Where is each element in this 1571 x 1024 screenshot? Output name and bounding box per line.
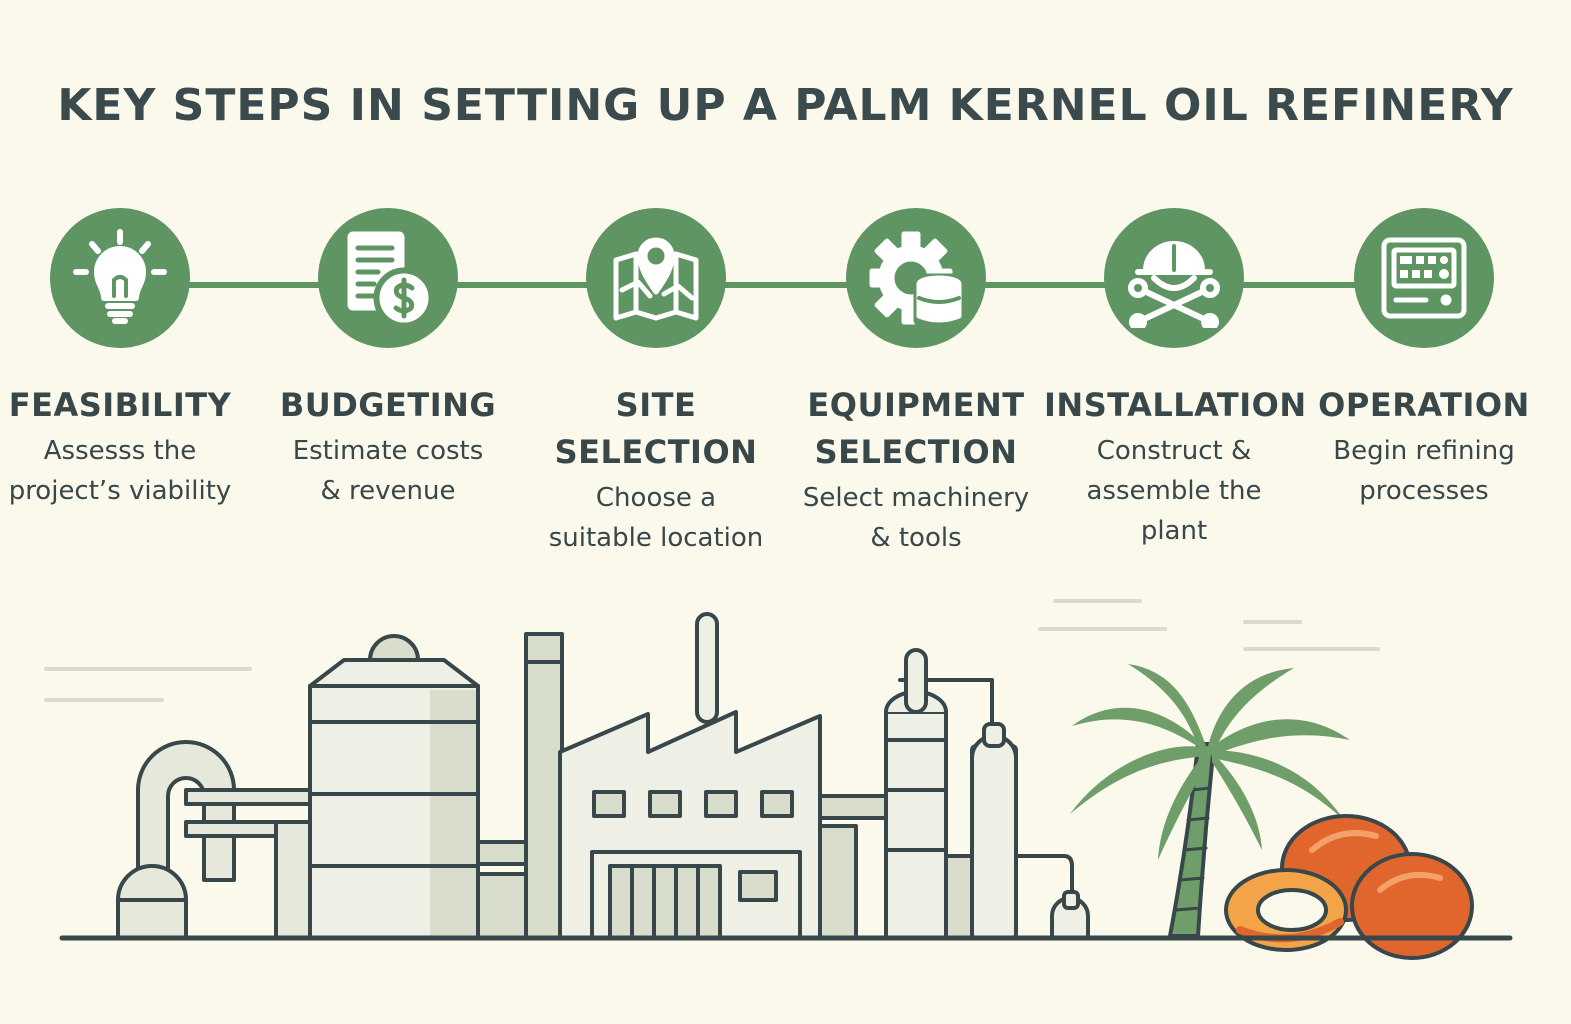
step-installation: INSTALLATION Construct & assemble the pl… <box>1044 208 1307 551</box>
hardhat-wrench-icon <box>1128 241 1220 328</box>
storage-vessel <box>970 744 1018 940</box>
map-pin-icon <box>613 237 699 321</box>
step-budgeting: BUDGETING Estimate costs & revenue <box>258 208 518 511</box>
step-desc-line: Estimate costs <box>292 436 484 466</box>
palm-fruits <box>1224 814 1474 960</box>
steps-connector-line <box>120 282 1420 288</box>
step-desc-line: Choose a <box>595 483 717 513</box>
step-title-line: SITE <box>615 386 697 424</box>
step-title: EQUIPMENT SELECTION <box>786 382 1046 476</box>
step-circle <box>1104 208 1244 348</box>
step-circle <box>586 208 726 348</box>
step-circle <box>318 208 458 348</box>
step-description: Select machinery & tools <box>786 478 1046 558</box>
step-desc-line: & tools <box>870 523 962 553</box>
chimney <box>695 612 719 724</box>
step-title-line: SELECTION <box>814 433 1018 471</box>
step-title-line: BUDGETING <box>279 386 497 424</box>
page-title: KEY STEPS IN SETTING UP A PALM KERNEL OI… <box>57 80 1514 131</box>
step-title-line: FEASIBILITY <box>8 386 232 424</box>
palm-tree <box>1070 664 1350 938</box>
step-circle <box>846 208 986 348</box>
step-desc-line: processes <box>1359 476 1489 506</box>
step-title-line: EQUIPMENT <box>807 386 1025 424</box>
lightbulb-icon <box>73 229 167 324</box>
step-description: Construct & assemble the plant <box>1044 431 1304 551</box>
step-title: FEASIBILITY <box>0 382 250 429</box>
distillation-column <box>884 710 948 940</box>
step-desc-line: Construct & <box>1096 436 1252 466</box>
step-circle <box>50 208 190 348</box>
step-desc-line: plant <box>1140 516 1208 546</box>
step-feasibility: FEASIBILITY Assesss the project’s viabil… <box>0 208 250 511</box>
step-title-line: OPERATION <box>1318 386 1530 424</box>
step-circle <box>1354 208 1494 348</box>
step-title-line: SELECTION <box>554 433 758 471</box>
control-panel-icon <box>1381 237 1467 319</box>
step-desc-line: Select machinery <box>802 483 1030 513</box>
step-description: Choose a suitable location <box>526 478 786 558</box>
step-title: INSTALLATION <box>1044 382 1307 429</box>
step-title: SITE SELECTION <box>526 382 786 476</box>
bent-pipe <box>136 740 236 882</box>
step-description: Begin refining processes <box>1294 431 1554 511</box>
refinery-illustration <box>44 599 1513 960</box>
step-desc-line: suitable location <box>548 523 764 553</box>
step-site-selection: SITE SELECTION Choose a suitable locatio… <box>526 208 786 558</box>
step-desc-line: & revenue <box>320 476 456 506</box>
step-equipment-selection: EQUIPMENT SELECTION Select machinery & t… <box>786 208 1046 558</box>
step-operation: OPERATION Begin refining processes <box>1294 208 1554 511</box>
step-title: BUDGETING <box>258 382 518 429</box>
budget-document-icon <box>347 231 435 328</box>
step-desc-line: project’s viability <box>8 476 232 506</box>
step-title: OPERATION <box>1294 382 1554 429</box>
step-desc-line: Begin refining <box>1333 436 1515 466</box>
step-description: Estimate costs & revenue <box>258 431 518 511</box>
step-desc-line: assemble the <box>1086 476 1262 506</box>
step-desc-line: Assesss the <box>43 436 197 466</box>
step-description: Assesss the project’s viability <box>0 431 250 511</box>
chimney <box>524 632 564 940</box>
step-title-line: INSTALLATION <box>1044 386 1307 424</box>
wind-lines <box>44 599 1380 702</box>
gear-barrel-icon <box>869 231 965 327</box>
